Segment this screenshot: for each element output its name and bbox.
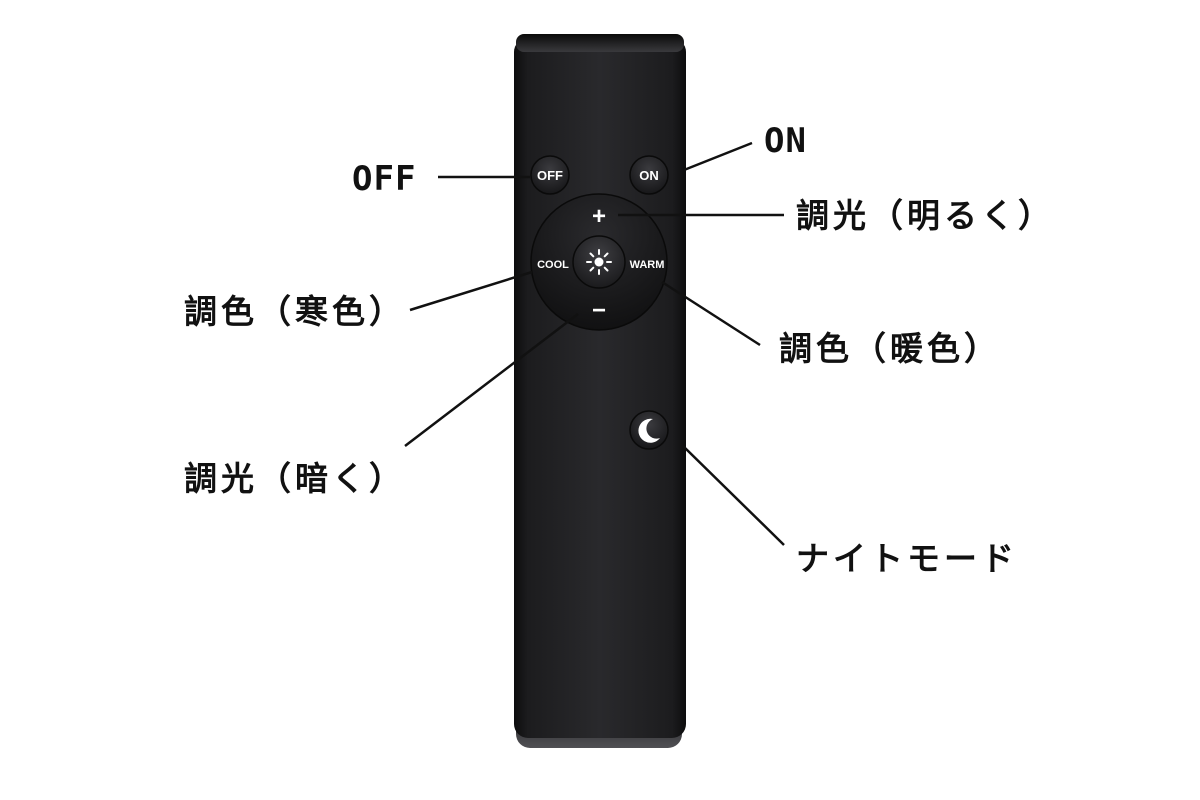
on-button[interactable]: ON bbox=[629, 155, 669, 195]
night-mode-button[interactable] bbox=[629, 410, 669, 450]
leader-on bbox=[683, 141, 753, 172]
sun-icon bbox=[586, 249, 612, 275]
callout-night-mode: ナイトモード bbox=[796, 539, 1018, 578]
callout-cool-color: 調色（寒色） bbox=[184, 292, 406, 331]
moon-icon bbox=[638, 418, 660, 443]
center-light-button[interactable] bbox=[572, 235, 626, 289]
brightness-up-button[interactable]: + bbox=[569, 198, 629, 234]
warm-color-button[interactable]: WARM bbox=[624, 250, 670, 276]
brightness-down-button[interactable]: − bbox=[569, 292, 629, 328]
cool-color-button[interactable]: COOL bbox=[532, 250, 574, 276]
callout-warm-color: 調色（暖色） bbox=[779, 329, 1001, 368]
leader-dimmer bbox=[404, 313, 579, 447]
cool-label: COOL bbox=[537, 259, 569, 271]
leader-night bbox=[682, 445, 785, 546]
leader-warm bbox=[661, 280, 761, 347]
remote-top-cap bbox=[516, 34, 684, 52]
callout-on: ON bbox=[764, 121, 807, 161]
callout-labels: OFF ON 調光（明るく） 調色（寒色） 調色（暖色） 調光（暗く） ナイトモ… bbox=[184, 121, 1055, 578]
leader-cool bbox=[409, 270, 533, 312]
plus-label: + bbox=[592, 203, 606, 230]
off-button-label: OFF bbox=[537, 168, 563, 183]
leader-lines bbox=[404, 141, 785, 546]
remote-body bbox=[514, 38, 686, 738]
control-ring: + − COOL WARM bbox=[530, 193, 670, 331]
on-button-label: ON bbox=[639, 168, 659, 183]
off-button[interactable]: OFF bbox=[530, 155, 570, 195]
remote-control: OFF ON + − COOL WARM bbox=[514, 34, 686, 748]
callout-off: OFF bbox=[352, 159, 416, 199]
warm-label: WARM bbox=[630, 259, 665, 271]
minus-label: − bbox=[592, 297, 606, 324]
callout-brighter: 調光（明るく） bbox=[796, 196, 1055, 235]
callout-dimmer: 調光（暗く） bbox=[184, 459, 406, 498]
